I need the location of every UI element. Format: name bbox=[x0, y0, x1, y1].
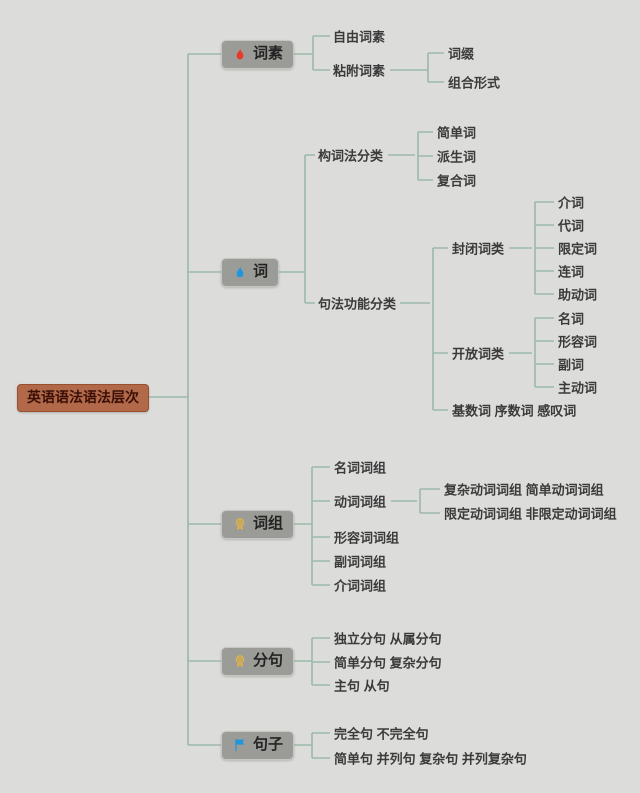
flame-icon bbox=[232, 46, 248, 62]
branch-phrase[interactable]: 词组 bbox=[221, 510, 295, 539]
topic-adverb[interactable]: 副词 bbox=[558, 357, 585, 373]
root-topic[interactable]: 英语语法语法层次 bbox=[17, 384, 149, 412]
topic-sentence-types[interactable]: 简单句 并列句 复杂句 并列复杂句 bbox=[334, 751, 527, 767]
topic-preposition[interactable]: 介词 bbox=[558, 195, 585, 211]
topic-verb-phrase-complex-simple[interactable]: 复杂动词词组 简单动词词组 bbox=[444, 482, 604, 498]
topic-adjective-phrase[interactable]: 形容词词组 bbox=[334, 530, 400, 546]
topic-bound-morpheme[interactable]: 粘附词素 bbox=[333, 63, 386, 79]
connector-path bbox=[146, 35, 554, 759]
topic-closed-class[interactable]: 封闭词类 bbox=[452, 241, 505, 257]
topic-verb-phrase-finite-nonfinite[interactable]: 限定动词词组 非限定动词词组 bbox=[444, 506, 617, 522]
topic-simple-word[interactable]: 简单词 bbox=[437, 125, 477, 141]
branch-label: 分句 bbox=[253, 652, 284, 669]
topic-affix[interactable]: 词缀 bbox=[448, 46, 475, 62]
topic-main-verb[interactable]: 主动词 bbox=[558, 380, 598, 396]
topic-compound-word[interactable]: 复合词 bbox=[437, 173, 477, 189]
root-topic-label: 英语语法语法层次 bbox=[27, 389, 139, 405]
flame-icon bbox=[232, 264, 248, 280]
topic-auxiliary-verb[interactable]: 助动词 bbox=[558, 287, 598, 303]
topic-open-class[interactable]: 开放词类 bbox=[452, 346, 505, 362]
medal-icon bbox=[232, 653, 248, 669]
branch-label: 词 bbox=[253, 263, 269, 280]
topic-adverb-phrase[interactable]: 副词词组 bbox=[334, 554, 387, 570]
topic-pronoun[interactable]: 代词 bbox=[558, 218, 585, 234]
topic-adjective[interactable]: 形容词 bbox=[558, 334, 598, 350]
topic-verb-phrase[interactable]: 动词词组 bbox=[334, 494, 387, 510]
topic-word-formation-classification[interactable]: 构词法分类 bbox=[318, 148, 384, 164]
topic-conjunction[interactable]: 连词 bbox=[558, 264, 585, 280]
flag-icon bbox=[232, 737, 248, 753]
topic-independent-subordinate-clause[interactable]: 独立分句 从属分句 bbox=[334, 631, 442, 647]
medal-icon bbox=[232, 516, 248, 532]
topic-preposition-phrase[interactable]: 介词词组 bbox=[334, 578, 387, 594]
branch-sentence[interactable]: 句子 bbox=[221, 731, 295, 760]
branch-label: 词组 bbox=[253, 515, 284, 532]
topic-numeral-interjection[interactable]: 基数词 序数词 感叹词 bbox=[452, 403, 577, 419]
topic-derived-word[interactable]: 派生词 bbox=[437, 149, 477, 165]
branch-label: 词素 bbox=[253, 45, 284, 62]
topic-main-subordinate-clause[interactable]: 主句 从句 bbox=[334, 678, 390, 694]
topic-simple-complex-clause[interactable]: 简单分句 复杂分句 bbox=[334, 655, 442, 671]
topic-syntactic-function-classification[interactable]: 句法功能分类 bbox=[318, 296, 397, 312]
topic-noun-phrase[interactable]: 名词词组 bbox=[334, 460, 387, 476]
branch-morpheme[interactable]: 词素 bbox=[221, 40, 295, 69]
topic-complete-incomplete-sentence[interactable]: 完全句 不完全句 bbox=[334, 726, 429, 742]
topic-free-morpheme[interactable]: 自由词素 bbox=[333, 29, 386, 45]
topic-combining-form[interactable]: 组合形式 bbox=[448, 75, 501, 91]
topic-determiner[interactable]: 限定词 bbox=[558, 241, 598, 257]
branch-word[interactable]: 词 bbox=[221, 258, 280, 287]
branch-clause[interactable]: 分句 bbox=[221, 647, 295, 676]
branch-label: 句子 bbox=[253, 736, 284, 753]
topic-noun[interactable]: 名词 bbox=[558, 311, 585, 327]
